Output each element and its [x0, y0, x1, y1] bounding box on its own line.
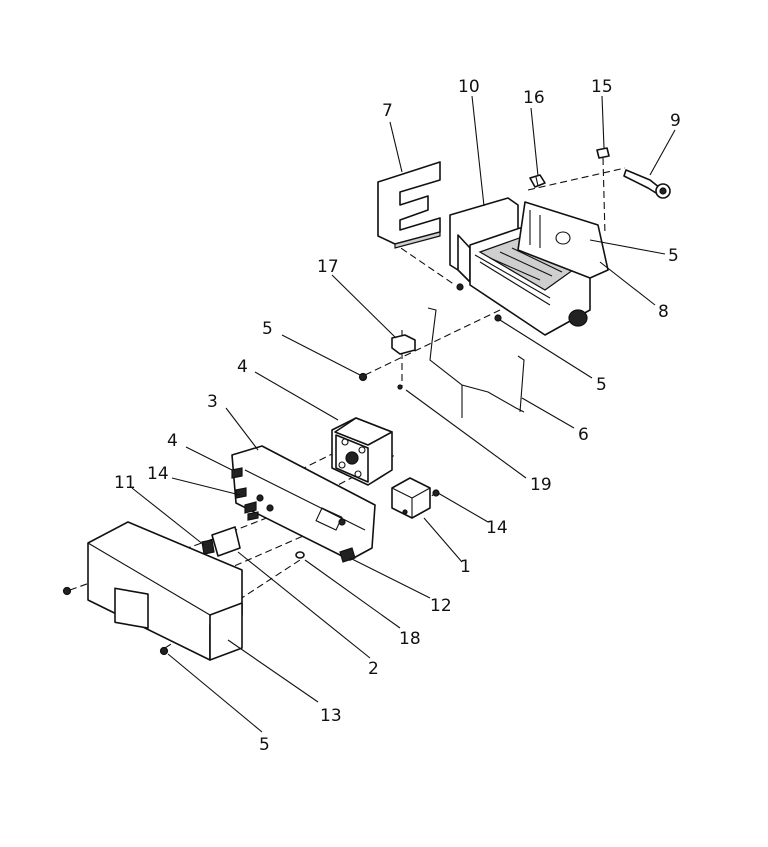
- part-4-terminal: [231, 467, 247, 499]
- callout-label: 1: [460, 557, 471, 577]
- part-18-pin: [295, 551, 305, 559]
- callout-label: 5: [596, 375, 607, 395]
- callout-label: 2: [368, 659, 379, 679]
- callout-label: 14: [147, 464, 169, 484]
- callout-label: 12: [430, 596, 452, 616]
- callout-label: 8: [658, 302, 669, 322]
- callout-label: 9: [670, 111, 681, 131]
- callouts: 7 10 16 15 9 5 8 17 5 5 4 6 3 19 4 14 11: [114, 77, 681, 755]
- callout-label: 15: [591, 77, 613, 97]
- callout-label: 10: [458, 77, 480, 97]
- part-15-clip: [596, 147, 610, 159]
- callout-label: 16: [523, 88, 545, 108]
- part-1-thermostat: [391, 477, 431, 519]
- callout-label: 3: [207, 392, 218, 412]
- callout-label: 6: [578, 425, 589, 445]
- callout-label: 5: [259, 735, 270, 755]
- part-16-clip: [529, 174, 546, 188]
- part-13-housing-cover: [87, 521, 243, 661]
- callout-label: 5: [262, 319, 273, 339]
- callout-label: 4: [237, 357, 248, 377]
- part-8-mount-plate: [517, 201, 609, 279]
- callout-label: 13: [320, 706, 342, 726]
- callout-label: 4: [167, 431, 178, 451]
- screws: [62, 283, 502, 656]
- part-11-clip: [201, 539, 215, 555]
- part-17-bracket: [391, 334, 416, 355]
- callout-label: 7: [382, 101, 393, 121]
- callout-label: 11: [114, 473, 136, 493]
- part-14-switch: [244, 501, 259, 521]
- part-6-shutoff-arm: [427, 307, 525, 418]
- part-9-feeler-arm: [623, 169, 671, 199]
- part-7-cover: [377, 161, 441, 249]
- callout-label: 18: [399, 629, 421, 649]
- part-3-support-plate: [231, 445, 376, 561]
- callout-label: 5: [668, 246, 679, 266]
- part-4-motor: [331, 417, 393, 486]
- part-2-bracket: [211, 526, 241, 557]
- callout-label: 19: [530, 475, 552, 495]
- callout-label: 17: [317, 257, 339, 277]
- callout-label: 14: [486, 518, 508, 538]
